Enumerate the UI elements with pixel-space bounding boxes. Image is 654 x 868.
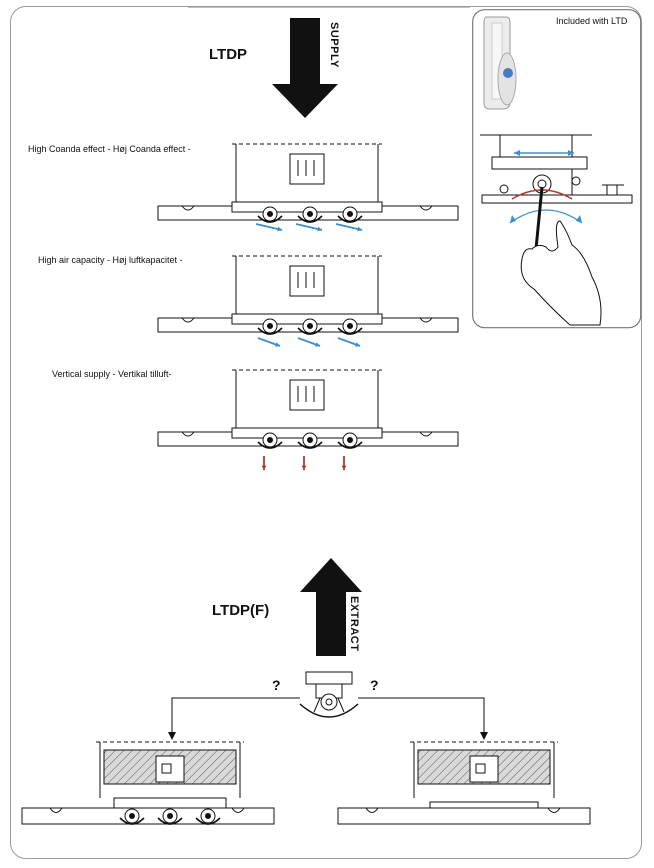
nozzle: [257, 432, 283, 470]
inset-caption: Included with LTD: [556, 16, 628, 26]
supply-arrow-label: SUPPLY: [328, 22, 340, 69]
extract-unit-plate: [337, 741, 591, 825]
nozzle: [297, 432, 323, 470]
extract-unit-nozzles: [21, 741, 275, 825]
supply-title: LTDP: [209, 46, 248, 63]
tool-inset: [472, 9, 642, 329]
config-label-coanda: High Coanda effect - Høj Coanda effect -: [28, 144, 191, 154]
config-label-capacity: High air capacity - Høj luftkapacitet -: [38, 255, 183, 265]
supply-down-arrow: [272, 18, 338, 118]
nozzle: [257, 318, 283, 347]
nozzle: [337, 432, 363, 470]
extract-up-arrow: [300, 558, 362, 656]
nozzle: [335, 206, 363, 232]
extract-arrow-label: EXTRACT: [348, 596, 360, 652]
extract-title: LTDP(F): [212, 602, 270, 619]
question-left: ?: [272, 677, 281, 693]
supply-unit-coanda: [157, 143, 459, 232]
question-right: ?: [370, 677, 379, 693]
adjustment-key-icon: [483, 16, 517, 110]
nozzle: [297, 318, 323, 347]
supply-unit-angled: [157, 255, 459, 347]
hand-icon: [520, 186, 602, 326]
nozzle: [295, 206, 323, 232]
nozzle: [337, 318, 363, 347]
supply-unit-vertical: [157, 369, 459, 470]
config-label-vertical: Vertical supply - Vertikal tilluft-: [52, 369, 172, 379]
nozzle: [255, 206, 283, 232]
